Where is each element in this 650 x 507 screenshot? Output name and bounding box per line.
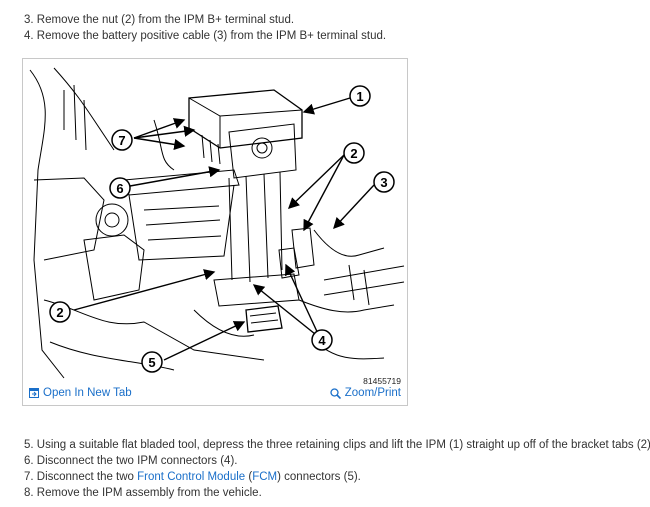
step-7: 7. Disconnect the two Front Control Modu… bbox=[24, 469, 650, 485]
svg-text:2: 2 bbox=[56, 305, 63, 320]
callout-6: 6 bbox=[109, 177, 131, 199]
figure-toolbar: Open In New Tab Zoom/Print bbox=[23, 383, 407, 405]
svg-text:2: 2 bbox=[350, 146, 357, 161]
callout-2-top: 2 bbox=[343, 142, 365, 164]
instruction-steps-top: 3. Remove the nut (2) from the IPM B+ te… bbox=[24, 12, 386, 44]
callout-3: 3 bbox=[373, 171, 395, 193]
svg-text:4: 4 bbox=[318, 333, 326, 348]
ipm-removal-figure: 1 7 6 2 3 2 4 5 81455719 Open In New Tab… bbox=[22, 58, 408, 406]
svg-text:7: 7 bbox=[118, 133, 125, 148]
callout-2-bottom: 2 bbox=[49, 301, 71, 323]
step-3: 3. Remove the nut (2) from the IPM B+ te… bbox=[24, 14, 295, 26]
instruction-steps-bottom: 5. Using a suitable flat bladed tool, de… bbox=[24, 437, 650, 501]
svg-text:6: 6 bbox=[116, 181, 123, 196]
ipm-diagram: 1 7 6 2 3 2 4 5 bbox=[29, 67, 405, 379]
figure-id: 81455719 bbox=[363, 376, 401, 386]
fcm-link[interactable]: FCM bbox=[252, 471, 278, 483]
step-4: 4. Remove the battery positive cable (3)… bbox=[24, 30, 387, 42]
step-5: 5. Using a suitable flat bladed tool, de… bbox=[24, 439, 650, 451]
new-tab-icon bbox=[29, 388, 39, 398]
step-7-prefix: 7. Disconnect the two bbox=[24, 471, 138, 483]
callout-5: 5 bbox=[141, 351, 163, 373]
open-in-new-tab-label: Open In New Tab bbox=[43, 387, 132, 399]
front-control-module-link[interactable]: Front Control Module bbox=[137, 471, 246, 483]
step-7-mid: ( bbox=[245, 471, 253, 483]
step-7-suffix: ) connectors (5). bbox=[277, 471, 361, 483]
callout-7: 7 bbox=[111, 129, 133, 151]
zoom-print-label: Zoom/Print bbox=[344, 387, 401, 399]
magnifier-icon bbox=[330, 387, 341, 399]
step-8: 8. Remove the IPM assembly from the vehi… bbox=[24, 487, 262, 499]
svg-text:3: 3 bbox=[380, 175, 387, 190]
callout-1: 1 bbox=[349, 85, 371, 107]
callout-4: 4 bbox=[311, 329, 333, 351]
svg-text:1: 1 bbox=[356, 89, 363, 104]
svg-text:5: 5 bbox=[148, 355, 155, 370]
zoom-print-link[interactable]: Zoom/Print bbox=[330, 387, 401, 399]
open-in-new-tab-link[interactable]: Open In New Tab bbox=[29, 387, 132, 399]
step-6: 6. Disconnect the two IPM connectors (4)… bbox=[24, 455, 238, 467]
